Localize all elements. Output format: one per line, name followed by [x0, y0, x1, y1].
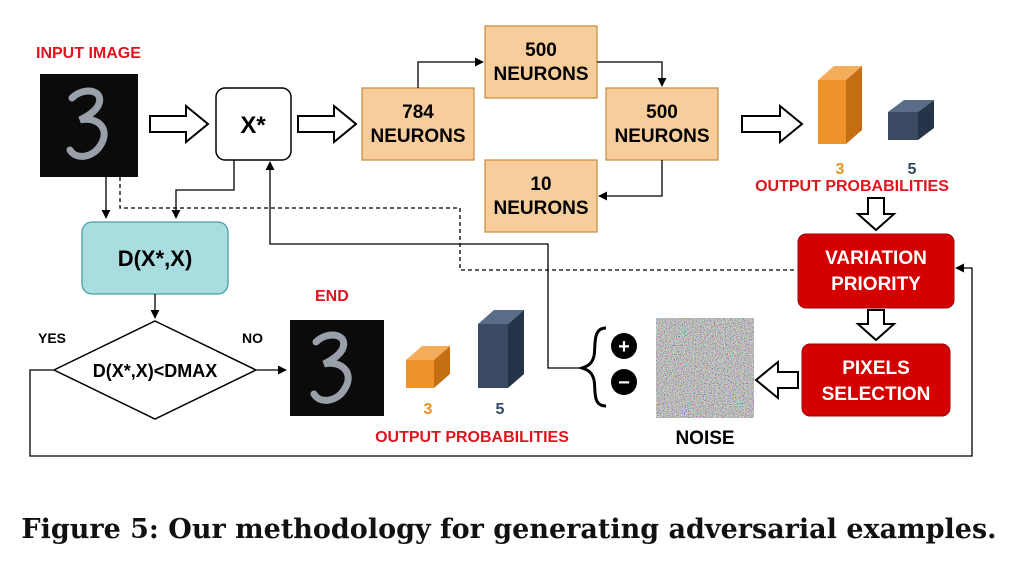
hollow-arrow-xstar-to-784	[297, 103, 358, 145]
top-output-bar-3	[818, 66, 862, 144]
layer-500a-unit: NEURONS	[493, 64, 588, 85]
x-star-box: X*	[215, 87, 292, 161]
bottom-class-3-label: 3	[424, 401, 433, 418]
hollow-arrow-to-output	[741, 103, 804, 145]
hollow-arrow-to-variation	[855, 197, 897, 232]
layer-500b-unit: NEURONS	[614, 126, 709, 147]
variation-priority-line2: PRIORITY	[831, 274, 921, 295]
pixels-selection-box: PIXELS SELECTION	[801, 343, 951, 417]
figure-caption: Figure 5: Our methodology for generating…	[21, 514, 997, 545]
hollow-arrow-to-noise	[754, 359, 799, 401]
layer-10-neurons: 10 NEURONS	[484, 159, 598, 233]
connector-784-to-500a	[417, 57, 484, 88]
top-output-bar-5	[888, 100, 934, 140]
x-star-label: X*	[240, 112, 266, 139]
hollow-arrow-to-pixels	[855, 309, 897, 342]
decision-label: D(X*,X)<DMAX	[93, 361, 218, 381]
svg-text:−: −	[618, 372, 630, 394]
layer-784-neurons: 784 NEURONS	[361, 87, 475, 161]
pixels-selection-line2: SELECTION	[822, 384, 931, 405]
bottom-class-5-label: 5	[496, 401, 505, 418]
input-image-label: INPUT IMAGE	[36, 45, 141, 62]
top-output-probabilities-label: OUTPUT PROBABILITIES	[755, 178, 949, 195]
methodology-diagram: INPUT IMAGE X* 784 NEURONS 500 NEURONS 5…	[29, 25, 973, 457]
distance-box-label: D(X*,X)	[118, 246, 193, 271]
minus-icon: −	[611, 369, 637, 395]
connector-500a-to-500b	[597, 61, 667, 87]
plus-icon: +	[611, 333, 637, 359]
layer-784-count: 784	[402, 102, 434, 123]
top-class-5-label: 5	[908, 161, 917, 178]
noise-image	[656, 318, 754, 418]
bottom-output-bar-3	[406, 346, 450, 388]
layer-500a-count: 500	[525, 40, 557, 61]
distance-box: D(X*,X)	[81, 221, 229, 295]
dashed-input-to-variation	[119, 177, 796, 271]
bottom-output-probabilities-label: OUTPUT PROBABILITIES	[375, 429, 569, 446]
connector-500b-to-10	[598, 160, 663, 201]
bottom-output-bar-5	[478, 310, 524, 388]
layer-500b-neurons: 500 NEURONS	[605, 87, 719, 161]
input-digit-image	[40, 74, 138, 177]
layer-784-unit: NEURONS	[370, 126, 465, 147]
curly-brace	[577, 326, 607, 408]
top-class-3-label: 3	[836, 161, 845, 178]
connector-xstar-to-distance	[171, 160, 235, 219]
connector-noise-to-xstar	[265, 161, 580, 369]
svg-text:+: +	[618, 336, 630, 358]
layer-10-count: 10	[530, 174, 551, 195]
noise-label: NOISE	[675, 428, 734, 449]
end-label: END	[315, 288, 349, 305]
end-digit-image	[290, 320, 384, 416]
no-label: NO	[242, 330, 263, 346]
variation-priority-line1: VARIATION	[825, 248, 927, 269]
connector-yes-loop	[29, 263, 973, 457]
decision-diamond: D(X*,X)<DMAX	[52, 320, 258, 420]
hollow-arrow-input-to-xstar	[149, 103, 210, 145]
yes-label: YES	[38, 330, 66, 346]
layer-500b-count: 500	[646, 102, 678, 123]
layer-10-unit: NEURONS	[493, 198, 588, 219]
variation-priority-box: VARIATION PRIORITY	[797, 233, 955, 309]
layer-500a-neurons: 500 NEURONS	[484, 25, 598, 99]
pixels-selection-line1: PIXELS	[842, 358, 910, 379]
